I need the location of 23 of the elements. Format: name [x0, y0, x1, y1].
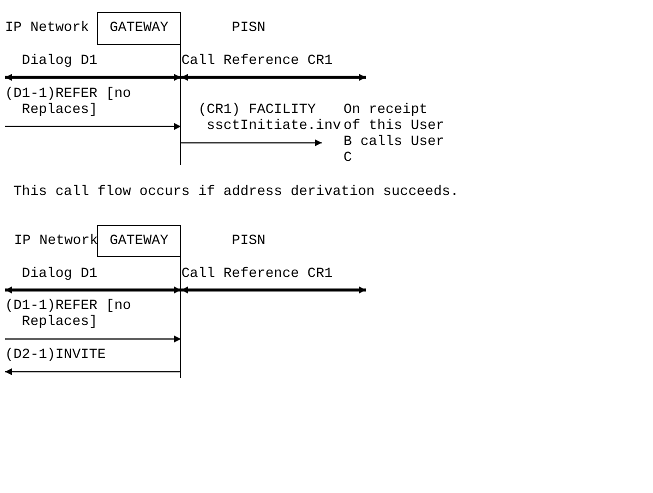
double-arrow — [181, 74, 366, 81]
arrow — [5, 122, 181, 130]
double-arrow — [5, 286, 181, 294]
edge-label: (D1-1)REFER [no Replaces] — [5, 86, 132, 118]
double-arrow — [181, 286, 366, 294]
edge-label: (D2-1)INVITE — [5, 347, 106, 364]
edge-label: Dialog D1 — [22, 53, 98, 70]
caption-text: This call flow occurs if address derivation succeeds. — [13, 184, 459, 200]
arrow — [5, 336, 181, 342]
entity-label: PISN — [232, 232, 266, 249]
gateway-box: GATEWAY — [97, 12, 181, 45]
arrow — [5, 368, 181, 376]
edge-label: Dialog D1 — [22, 266, 98, 282]
edge-label: Call Reference CR1 — [181, 266, 333, 282]
entity-label: IP Network — [5, 20, 90, 36]
arrow — [181, 139, 322, 146]
gateway-box: GATEWAY — [97, 224, 181, 258]
double-arrow — [5, 74, 181, 81]
entity-label: PISN — [232, 20, 266, 36]
edge-label: (D1-1)REFER [no Replaces] — [5, 298, 132, 330]
note: On receipt of this User B calls User C — [344, 102, 446, 166]
edge-label: Call Reference CR1 — [181, 53, 333, 70]
entity-label: IP Network — [14, 232, 98, 249]
